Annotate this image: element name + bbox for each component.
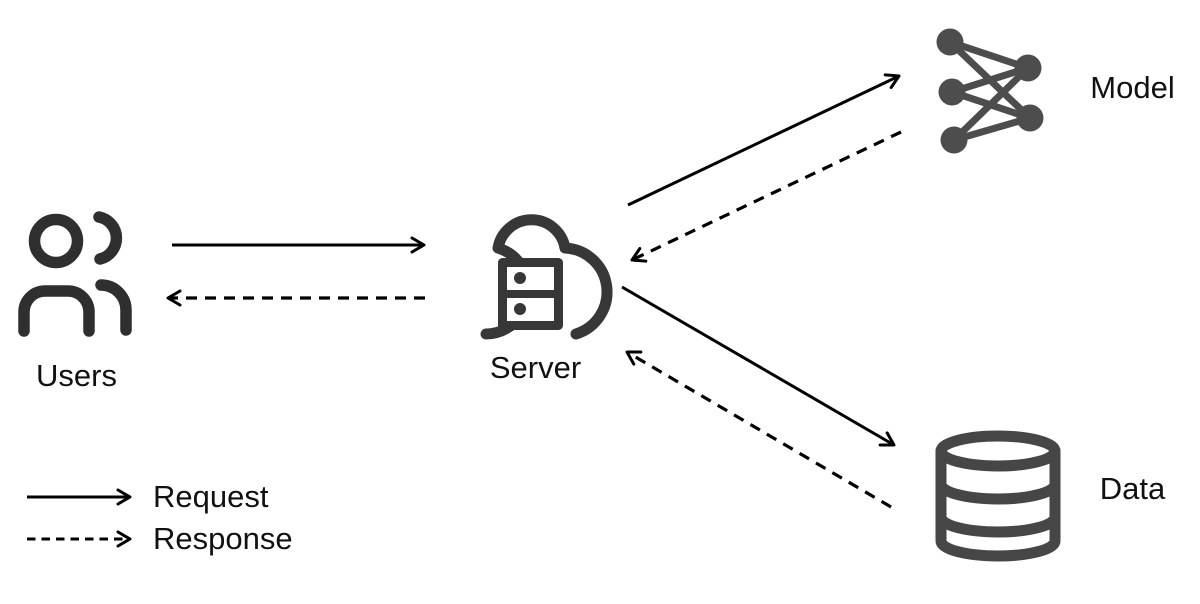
neural-network-nodes bbox=[936, 28, 1044, 154]
database-top bbox=[935, 430, 1061, 472]
users-label: Users bbox=[36, 358, 117, 393]
response-arrow-model-to-server bbox=[630, 130, 902, 263]
users-icon-front-body bbox=[18, 285, 95, 337]
database-band-2 bbox=[935, 511, 1061, 538]
users-icon-front-head bbox=[28, 213, 84, 269]
legend-response-label: Response bbox=[153, 521, 293, 556]
response-arrow-data-to-server bbox=[625, 350, 892, 509]
data-label: Data bbox=[1099, 471, 1166, 506]
legend-request-label: Request bbox=[153, 479, 269, 514]
database-icon bbox=[935, 430, 1061, 562]
server-drive-dot-top bbox=[514, 272, 526, 284]
cloud-server-icon bbox=[480, 214, 613, 340]
neural-network-icon bbox=[936, 28, 1044, 154]
legend-arrows bbox=[27, 488, 132, 548]
request-arrow-server-to-data bbox=[621, 285, 896, 447]
diagram-arrows bbox=[166, 73, 902, 509]
model-label: Model bbox=[1090, 70, 1175, 105]
users-icon-back-head bbox=[93, 211, 123, 265]
users-icon-back-body bbox=[95, 279, 132, 336]
server-label: Server bbox=[489, 350, 582, 385]
database-body bbox=[935, 445, 1061, 562]
database-band-1 bbox=[935, 478, 1061, 505]
request-arrow-server-to-model bbox=[627, 73, 901, 207]
server-drive-dot-bottom bbox=[514, 303, 526, 315]
users-icon bbox=[18, 211, 132, 337]
